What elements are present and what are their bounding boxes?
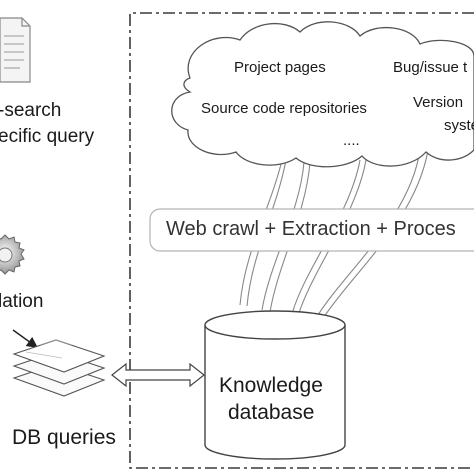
flow-arrow bbox=[12, 329, 39, 349]
database-label-line1: Knowledge bbox=[219, 374, 323, 397]
search-label-line1: -search bbox=[0, 100, 62, 121]
cloud-icon bbox=[171, 21, 474, 168]
process-bar-label: Web crawl + Extraction + Proces bbox=[166, 218, 456, 240]
database-icon bbox=[204, 310, 346, 460]
cloud-system: syste bbox=[444, 117, 474, 134]
system-boundary bbox=[129, 12, 474, 469]
double-arrow-icon bbox=[111, 362, 205, 388]
cloud-project-pages: Project pages bbox=[234, 59, 326, 76]
database-label-line2: database bbox=[228, 401, 315, 424]
cloud-source-code: Source code repositories bbox=[201, 100, 367, 117]
cloud-bug-issue: Bug/issue t bbox=[393, 59, 468, 76]
lation-label: lation bbox=[0, 291, 44, 312]
search-label-line2: ecific query bbox=[0, 126, 95, 147]
gear-icon bbox=[0, 234, 25, 275]
process-bar bbox=[149, 208, 474, 252]
cloud-version: Version bbox=[413, 94, 464, 111]
stacked-pages-icon bbox=[12, 339, 106, 397]
document-icon bbox=[0, 17, 31, 83]
db-queries-label: DB queries bbox=[12, 426, 116, 449]
cloud-ellipsis: .... bbox=[343, 132, 360, 149]
